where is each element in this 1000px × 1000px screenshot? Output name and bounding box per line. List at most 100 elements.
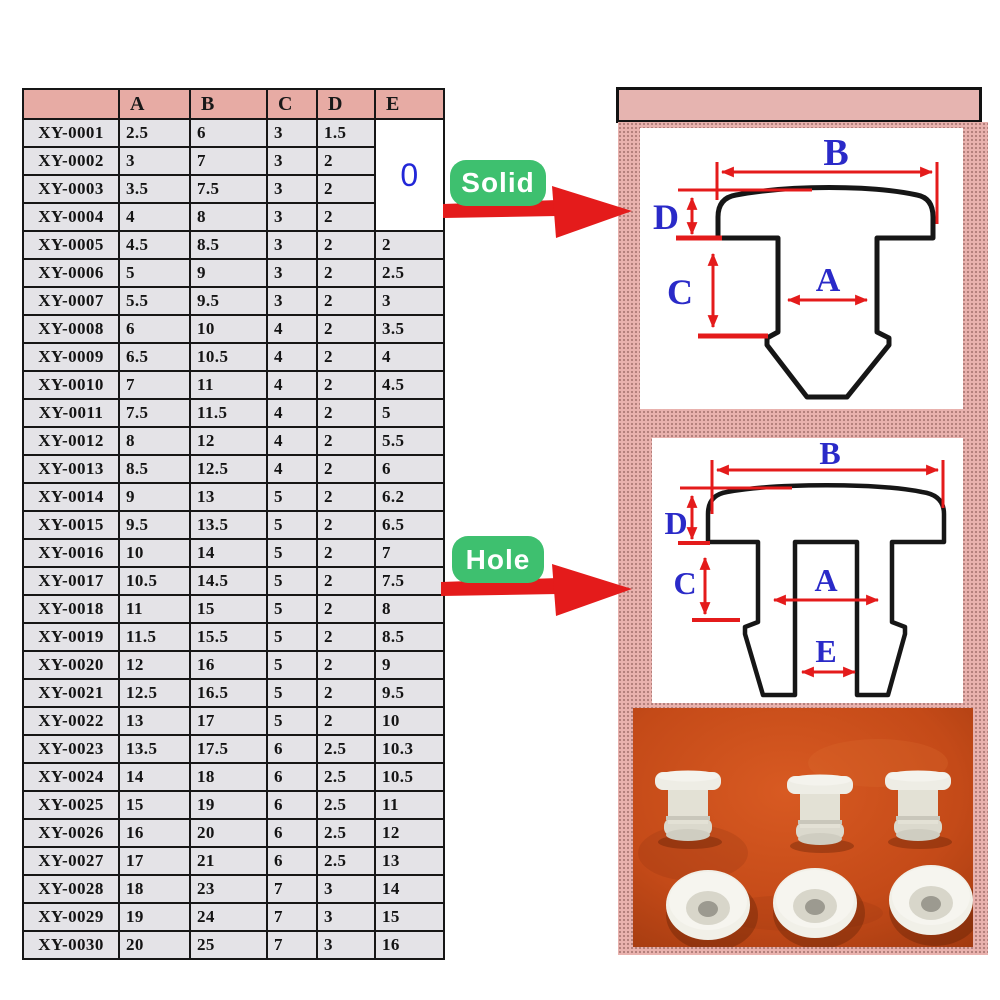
value-cell: 12 [189, 426, 268, 456]
model-cell: XY-0027 [22, 846, 120, 876]
value-cell: 2 [316, 398, 376, 428]
model-cell: XY-0006 [22, 258, 120, 288]
value-cell: 1.5 [316, 118, 376, 148]
value-cell: 2.5 [316, 790, 376, 820]
value-cell: 4 [374, 342, 445, 372]
value-cell: 7 [374, 538, 445, 568]
column-header [22, 88, 120, 120]
value-cell: 7.5 [118, 398, 191, 428]
solid-plug-drawing: B D C A [653, 132, 939, 400]
value-cell: 17.5 [189, 734, 268, 764]
value-cell: 5 [266, 510, 318, 540]
value-cell: 13.5 [189, 510, 268, 540]
value-cell: 7 [266, 874, 318, 904]
model-cell: XY-0014 [22, 482, 120, 512]
model-cell: XY-0016 [22, 538, 120, 568]
model-cell: XY-0009 [22, 342, 120, 372]
value-cell: 2 [316, 314, 376, 344]
value-cell: 11.5 [118, 622, 191, 652]
model-cell: XY-0024 [22, 762, 120, 792]
column-header: D [316, 88, 376, 120]
value-cell: 6.5 [118, 342, 191, 372]
value-cell: 7 [118, 370, 191, 400]
value-cell: 23 [189, 874, 268, 904]
value-cell: 2.5 [374, 258, 445, 288]
value-cell: 2 [316, 678, 376, 708]
value-cell: 2 [316, 510, 376, 540]
value-cell: 5 [266, 538, 318, 568]
value-cell: 10 [189, 314, 268, 344]
value-cell: 2 [316, 482, 376, 512]
value-cell: 3 [266, 258, 318, 288]
value-cell: 6 [266, 846, 318, 876]
model-cell: XY-0005 [22, 230, 120, 260]
model-cell: XY-0007 [22, 286, 120, 316]
value-cell: 6.5 [374, 510, 445, 540]
hole-plug-drawing: B D C A E [664, 435, 947, 698]
value-cell: 4.5 [118, 230, 191, 260]
model-cell: XY-0012 [22, 426, 120, 456]
model-cell: XY-0010 [22, 370, 120, 400]
hole-callout: Hole [440, 532, 635, 617]
value-cell: 18 [118, 874, 191, 904]
value-cell: 12.5 [189, 454, 268, 484]
value-cell: 11 [189, 370, 268, 400]
value-cell: 2 [316, 286, 376, 316]
value-cell: 6 [266, 818, 318, 848]
value-cell: 4 [266, 454, 318, 484]
value-cell: 6 [266, 734, 318, 764]
value-cell: 14 [189, 538, 268, 568]
value-cell: 15.5 [189, 622, 268, 652]
solid-label: Solid [450, 160, 546, 206]
model-cell: XY-0001 [22, 118, 120, 148]
value-cell: 7.5 [189, 174, 268, 204]
dim-label-c: C [667, 272, 693, 312]
model-cell: XY-0017 [22, 566, 120, 596]
value-cell: 12 [374, 818, 445, 848]
value-cell: 3 [266, 286, 318, 316]
value-cell: 5 [266, 566, 318, 596]
value-cell: 18 [189, 762, 268, 792]
value-cell: 10.5 [189, 342, 268, 372]
value-cell: 10 [374, 706, 445, 736]
value-cell: 8 [118, 426, 191, 456]
column-header: B [189, 88, 268, 120]
value-cell: 3.5 [374, 314, 445, 344]
value-cell: 4 [266, 426, 318, 456]
dim-label-a: A [814, 562, 837, 598]
value-cell: 6 [374, 454, 445, 484]
value-cell: 2 [316, 538, 376, 568]
value-cell: 13 [374, 846, 445, 876]
hole-label: Hole [452, 536, 544, 583]
value-cell: 6 [189, 118, 268, 148]
model-cell: XY-0020 [22, 650, 120, 680]
value-cell: 5.5 [118, 286, 191, 316]
value-cell: 3 [266, 202, 318, 232]
silicone-plugs-photo [633, 708, 981, 951]
value-cell: 9.5 [189, 286, 268, 316]
dim-label-a: A [816, 262, 841, 299]
value-cell: 7 [266, 930, 318, 960]
value-cell: 3 [374, 286, 445, 316]
value-cell: 9.5 [118, 510, 191, 540]
model-cell: XY-0008 [22, 314, 120, 344]
value-cell: 14 [374, 874, 445, 904]
